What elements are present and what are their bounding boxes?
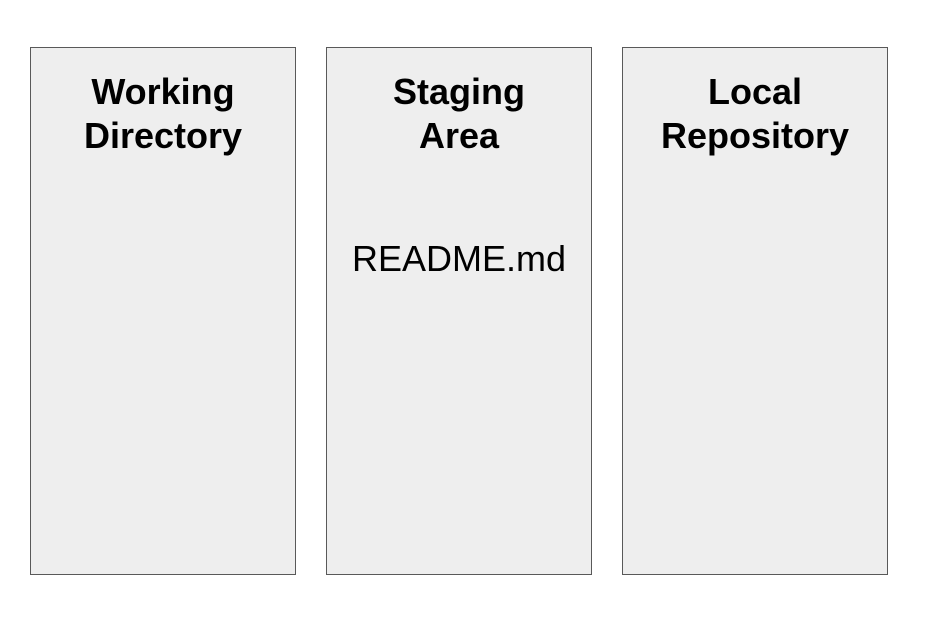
staging-area-box: Staging Area README.md	[326, 47, 592, 575]
local-repository-title: Local Repository	[623, 70, 887, 158]
working-directory-title-line2: Directory	[83, 115, 243, 156]
working-directory-box: Working Directory	[30, 47, 296, 575]
working-directory-title-line1: Working	[91, 71, 235, 112]
staged-file-readme: README.md	[351, 238, 567, 279]
staging-area-title-line1: Staging	[393, 71, 525, 112]
staging-area-title-line2: Area	[418, 115, 500, 156]
local-repository-box: Local Repository	[622, 47, 888, 575]
working-directory-title: Working Directory	[31, 70, 295, 158]
staging-area-title: Staging Area	[327, 70, 591, 158]
local-repository-title-line1: Local	[707, 71, 803, 112]
local-repository-title-line2: Repository	[660, 115, 850, 156]
